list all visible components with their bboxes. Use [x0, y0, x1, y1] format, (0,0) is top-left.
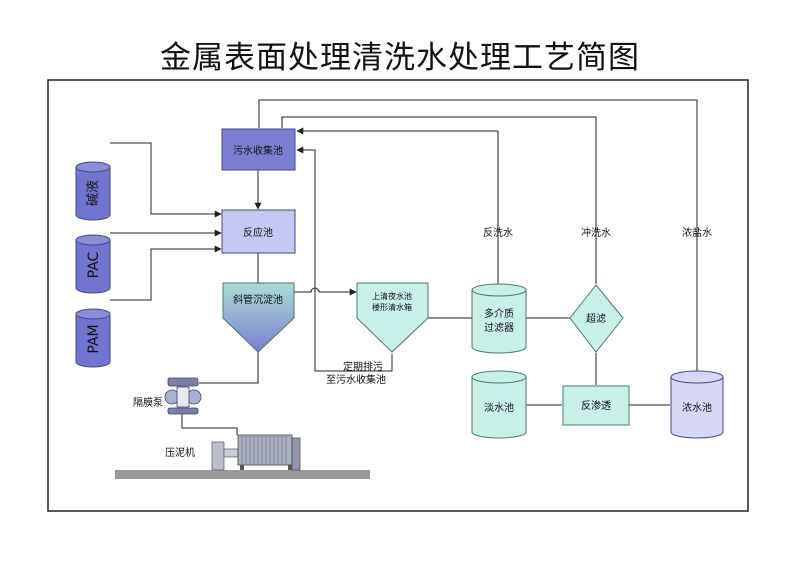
filter-press-label: 压泥机 — [165, 446, 195, 459]
sewage-collection-tank — [221, 128, 296, 171]
concentrate-tank — [670, 370, 724, 439]
filter-press-icon — [115, 434, 370, 479]
ultrafilter-label: 超滤 — [586, 312, 606, 325]
backwash-label: 反洗水 — [483, 227, 513, 239]
pam-tank — [75, 308, 111, 368]
pipe-settler-to-clear — [294, 287, 357, 296]
fresh-water-label: 淡水池 — [484, 401, 514, 414]
diagram-frame — [47, 79, 749, 512]
diaphragm-pump-icon — [164, 377, 202, 415]
brine-label: 浓盐水 — [682, 226, 712, 239]
discharge-label-1: 定期排污 — [343, 360, 383, 373]
pipe-backwash — [296, 127, 499, 284]
concentrate-label: 浓水池 — [682, 401, 712, 414]
pipe-alkali — [110, 142, 222, 218]
reverse-osmosis — [562, 385, 630, 426]
inclined-settler-label: 斜管沉淀池 — [233, 293, 283, 306]
clear-tank-label-1: 上清夜水池 — [372, 291, 412, 301]
clear-tank-label-2: 楼形清水箱 — [372, 302, 412, 312]
reaction-label: 反应池 — [243, 226, 273, 239]
pipe-rinse — [281, 116, 597, 284]
alkali-label: 碱液 — [86, 180, 101, 206]
sewage-collection-label: 污水收集池 — [233, 144, 283, 157]
pipe-pump-to-press — [181, 411, 238, 435]
pac-label: PAC — [86, 251, 102, 278]
discharge-label-2: 至污水收集池 — [326, 373, 386, 386]
multimedia-label-2: 过滤器 — [484, 321, 514, 334]
inclined-settler — [222, 282, 295, 353]
pam-label: PAM — [86, 324, 102, 353]
multimedia-filter — [471, 283, 527, 354]
pipe-pam — [110, 245, 222, 301]
multimedia-label-1: 多介质 — [484, 307, 514, 320]
rinse-label: 冲洗水 — [581, 226, 611, 239]
alkali-tank — [75, 161, 111, 221]
reaction-tank — [221, 209, 296, 254]
pipe-brine — [258, 99, 698, 374]
reverse-osmosis-label: 反渗透 — [581, 399, 611, 412]
ultrafilter — [569, 284, 624, 353]
diaphragm-pump-label: 隔膜泵 — [133, 397, 163, 409]
pipes — [110, 99, 698, 435]
page-title: 金属表面处理清洗水处理工艺简图 — [160, 40, 640, 76]
pipe-settler-to-pump — [199, 352, 259, 384]
clear-water-tank — [356, 282, 429, 353]
ground-platform — [115, 470, 370, 479]
pac-tank — [75, 234, 111, 294]
fresh-water-tank — [471, 370, 527, 439]
pipe-discharge-return — [296, 146, 393, 372]
